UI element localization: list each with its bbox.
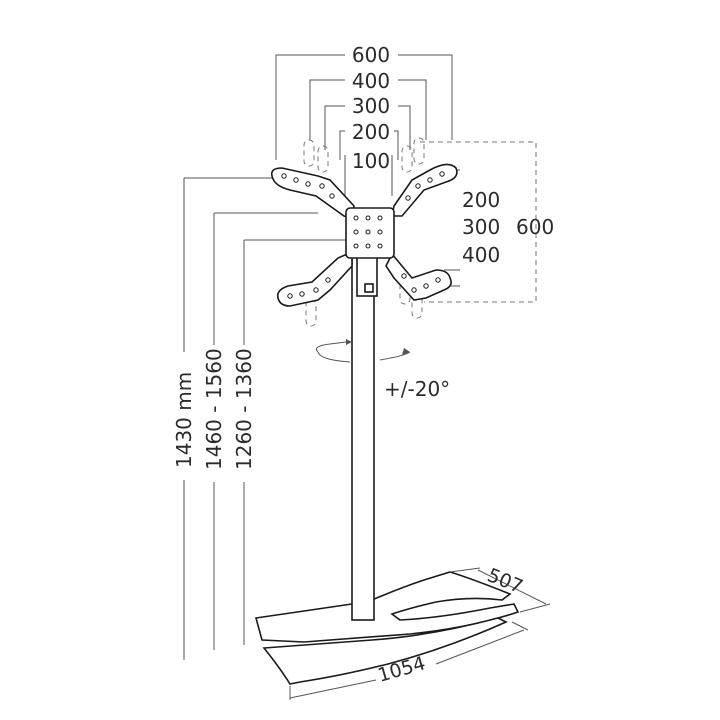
height-1430-label: 1430 mm: [172, 372, 196, 468]
hole: [287, 293, 293, 299]
stand-column: [351, 255, 378, 621]
stand-height-dimensions: 1430 mm 1460 - 1560 1260 - 1360: [172, 177, 350, 660]
slot-top-left-inner: [317, 145, 329, 173]
height-1460-1560-label: 1460 - 1560: [202, 348, 226, 470]
slot-bottom-left: [305, 299, 317, 327]
width-300-bracket-right: [398, 105, 411, 150]
slot-top-right: [413, 137, 425, 165]
bracket-arm-top-right: [391, 163, 458, 217]
hole: [293, 177, 299, 183]
base-plate-top: [254, 571, 520, 643]
width-600-bracket-left: [275, 54, 345, 160]
slot-top-left: [303, 139, 315, 167]
hole: [365, 215, 371, 221]
hole: [365, 229, 371, 235]
vesa-bracket: [270, 163, 458, 307]
slot-top-right-inner: [401, 145, 413, 173]
width-400-bracket-left: [309, 79, 345, 140]
hole: [377, 215, 383, 221]
width-300-bracket-left: [324, 105, 345, 150]
height-600-label: 600: [516, 215, 554, 239]
width-400-bracket-right: [398, 79, 427, 140]
height-200-label: 200: [462, 188, 500, 212]
hole: [313, 287, 319, 293]
height-1260-1360-label: 1260 - 1360: [232, 348, 256, 470]
height-300-label: 300: [462, 215, 500, 239]
width-400-label: 400: [352, 69, 390, 93]
hole: [435, 277, 441, 283]
width-dimension-line-left: [289, 679, 377, 699]
hole: [415, 183, 421, 189]
depth-extension-bottom: [519, 603, 551, 613]
stand-base: [254, 571, 520, 685]
width-300-label: 300: [352, 94, 390, 118]
bracket-arm-bottom-left: [276, 250, 353, 307]
column-pole: [351, 255, 375, 621]
hole: [401, 273, 407, 279]
hole: [325, 277, 331, 283]
hole: [305, 181, 311, 187]
hole: [365, 243, 371, 249]
width-200-bracket-right: [394, 130, 399, 160]
vesa-height-dimensions: 200 300 400 600: [420, 141, 554, 303]
width-200-label: 200: [352, 120, 390, 144]
depth-extension-top: [449, 567, 481, 573]
hole: [377, 229, 383, 235]
hole: [353, 229, 359, 235]
rotation-indicator: +/-20°: [316, 339, 450, 401]
rotation-label: +/-20°: [384, 377, 450, 401]
height-400-label: 400: [462, 243, 500, 267]
hole: [427, 177, 433, 183]
height-600-dashed-frame: [420, 141, 537, 303]
hole: [281, 173, 287, 179]
bracket-arm-bottom-right: [385, 252, 452, 301]
hole: [411, 287, 417, 293]
width-600-label: 600: [352, 43, 390, 67]
rotation-arrowhead-right: [402, 348, 410, 355]
base-plate-bottom: [262, 617, 508, 685]
width-200-bracket-left: [339, 130, 345, 160]
hole: [439, 171, 445, 177]
hole: [405, 195, 411, 201]
hole: [329, 193, 335, 199]
width-dimension-line-right: [435, 629, 525, 665]
rotation-arrowhead-left: [346, 339, 352, 345]
hole: [319, 183, 325, 189]
hole: [353, 243, 359, 249]
hole: [299, 291, 305, 297]
hole: [353, 215, 359, 221]
hole: [377, 243, 383, 249]
width-100-label: 100: [352, 149, 390, 173]
column-clamp-screw: [364, 283, 374, 293]
vesa-width-dimensions: 600 400 300 200 100: [275, 43, 453, 196]
hole: [423, 283, 429, 289]
rotation-arrow-left: [316, 341, 347, 353]
rotation-arrow-right: [379, 351, 411, 361]
depth-dimension-line: [477, 569, 547, 605]
width-extension-right: [511, 621, 529, 631]
width-600-bracket-right: [398, 54, 453, 140]
rotation-arrow-lower: [317, 351, 351, 363]
